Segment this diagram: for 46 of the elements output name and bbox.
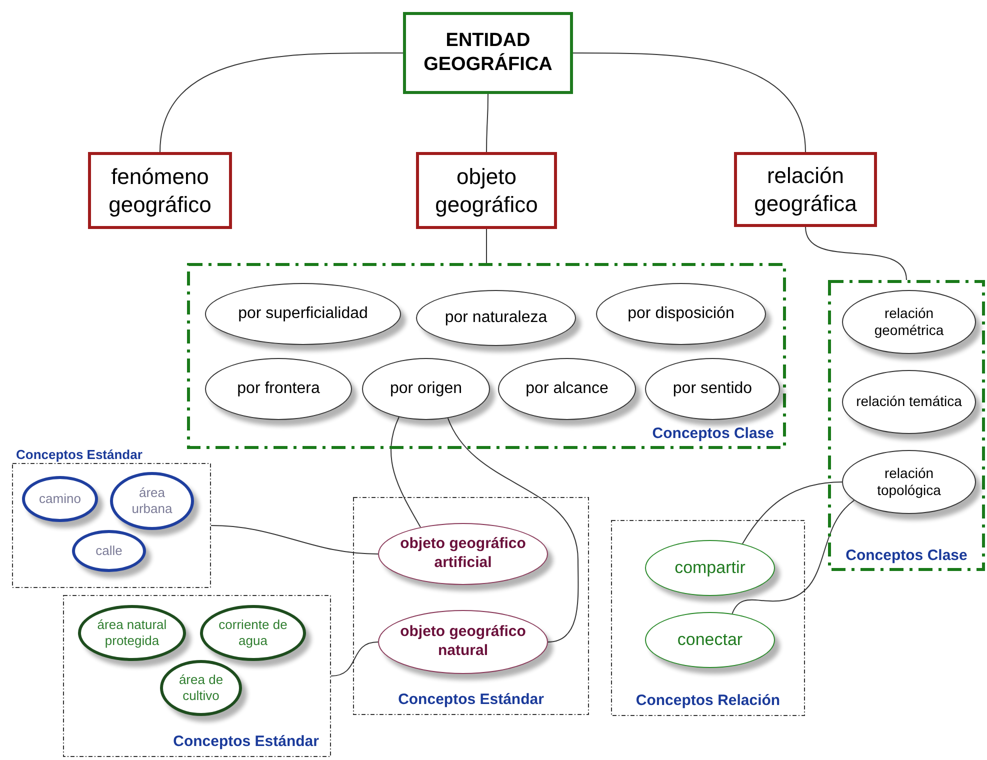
concept-ellipse: calle	[72, 530, 146, 572]
connector-line	[447, 418, 579, 642]
concept-ellipse: conectar	[645, 612, 775, 668]
concept-ellipse: por superficialidad	[205, 283, 401, 345]
connector-line	[572, 52, 806, 152]
concept-ellipse: relación temática	[842, 370, 976, 434]
concept-box: objeto geográfico	[416, 152, 557, 229]
concept-ellipse: relación geométrica	[842, 290, 976, 354]
group-heading: Conceptos Estándar	[16, 446, 142, 464]
concept-box: relación geográfica	[734, 152, 877, 227]
concept-ellipse: área de cultivo	[160, 660, 242, 716]
connector-line	[732, 500, 855, 614]
connector-line	[160, 52, 404, 152]
concept-ellipse: compartir	[645, 540, 775, 596]
connector-line	[210, 525, 378, 554]
dashed-group-frame	[828, 280, 985, 571]
connector-line	[330, 642, 378, 676]
dashed-group-frame	[63, 595, 331, 757]
connector-line	[805, 226, 907, 280]
concept-ellipse: área urbana	[110, 472, 194, 530]
concept-ellipse: camino	[22, 476, 98, 522]
group-heading: Conceptos Relación	[634, 690, 782, 710]
concept-ellipse: por alcance	[498, 358, 636, 420]
dashed-group-frame	[187, 263, 786, 449]
concept-ellipse: por frontera	[205, 358, 352, 420]
group-heading: Conceptos Clase	[652, 424, 774, 444]
connector-line	[742, 482, 842, 544]
connector-line	[486, 228, 487, 264]
concept-ellipse: por sentido	[645, 358, 780, 420]
dashed-group-frame	[353, 497, 589, 715]
dashed-group-frame	[611, 520, 805, 716]
group-heading: Conceptos Estándar	[173, 732, 319, 752]
concept-box: fenómeno geográfico	[88, 152, 232, 229]
concept-ellipse: área natural protegida	[78, 605, 186, 661]
group-heading: Conceptos Estándar	[397, 690, 545, 710]
concept-ellipse: objeto geográfico natural	[378, 610, 548, 674]
concept-ellipse: relación topológica	[842, 450, 976, 514]
concept-ellipse: corriente de agua	[200, 605, 306, 661]
title-box: ENTIDAD GEOGRÁFICA	[403, 12, 573, 94]
group-heading: Conceptos Clase	[844, 546, 968, 566]
concept-ellipse: por naturaleza	[416, 290, 576, 346]
concept-ellipse: por disposición	[596, 283, 766, 345]
connector-line	[390, 416, 421, 528]
concept-ellipse: por origen	[362, 358, 490, 420]
concept-ellipse: objeto geográfico artificial	[378, 523, 548, 585]
connector-line	[486, 94, 488, 152]
